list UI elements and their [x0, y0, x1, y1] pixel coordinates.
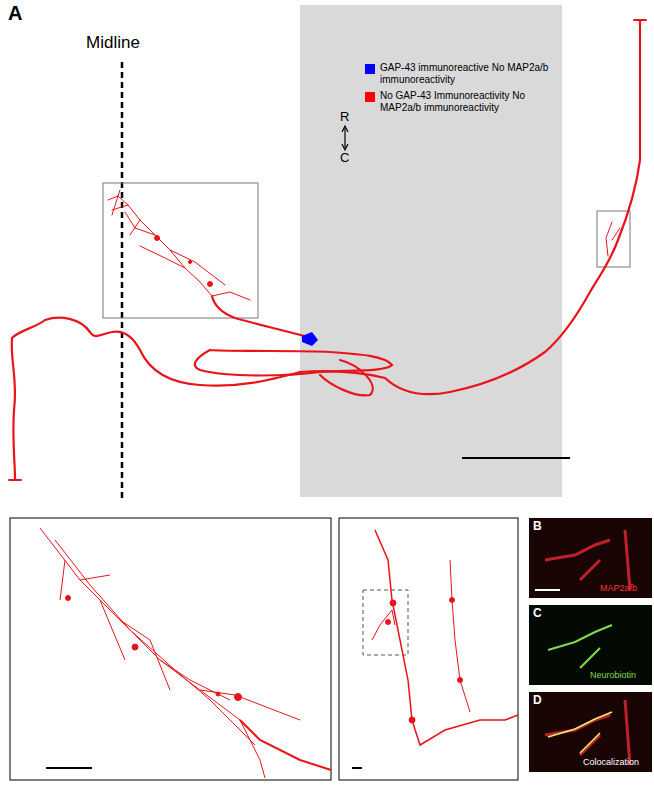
scale-bar: [462, 457, 570, 459]
figure-label: D: [533, 694, 542, 707]
legend-text: No GAP-43 Immunoreactivity No MAP2a/b im…: [380, 90, 550, 114]
inset-panel: [339, 518, 518, 780]
figure-label: Colocalization: [583, 758, 639, 768]
figure-label: Midline: [86, 34, 140, 53]
legend-swatch: [365, 92, 375, 102]
figure-label: R: [340, 110, 349, 124]
axon-trace: [372, 530, 518, 745]
micrograph: [529, 518, 652, 598]
legend-text: GAP-43 immunoreactive No MAP2a/b immunor…: [380, 62, 550, 86]
micrograph: [529, 692, 652, 772]
figure-label: C: [340, 151, 349, 165]
soma: [302, 332, 318, 346]
figure-label: A: [8, 2, 22, 24]
scale-bar: [46, 767, 92, 769]
figure-label: B: [533, 520, 542, 533]
micrograph: [529, 605, 652, 685]
midline: [121, 62, 124, 500]
figure-label: Neurobiotin: [590, 671, 636, 681]
figure-label: MAP2a/b: [600, 584, 637, 594]
figure-label: C: [533, 607, 542, 620]
dendrite-trace: [40, 528, 331, 778]
inset-box: [103, 183, 258, 318]
gray-region: [300, 5, 562, 497]
legend-swatch: [365, 64, 375, 74]
legend-entry: GAP-43 immunoreactive No MAP2a/b immunor…: [365, 62, 550, 86]
legend-entry: No GAP-43 Immunoreactivity No MAP2a/b im…: [365, 90, 550, 114]
scale-bar: [352, 767, 362, 769]
axis-arrow: [344, 128, 345, 148]
axon-trace: [9, 20, 646, 480]
inset-panel: [10, 518, 331, 780]
